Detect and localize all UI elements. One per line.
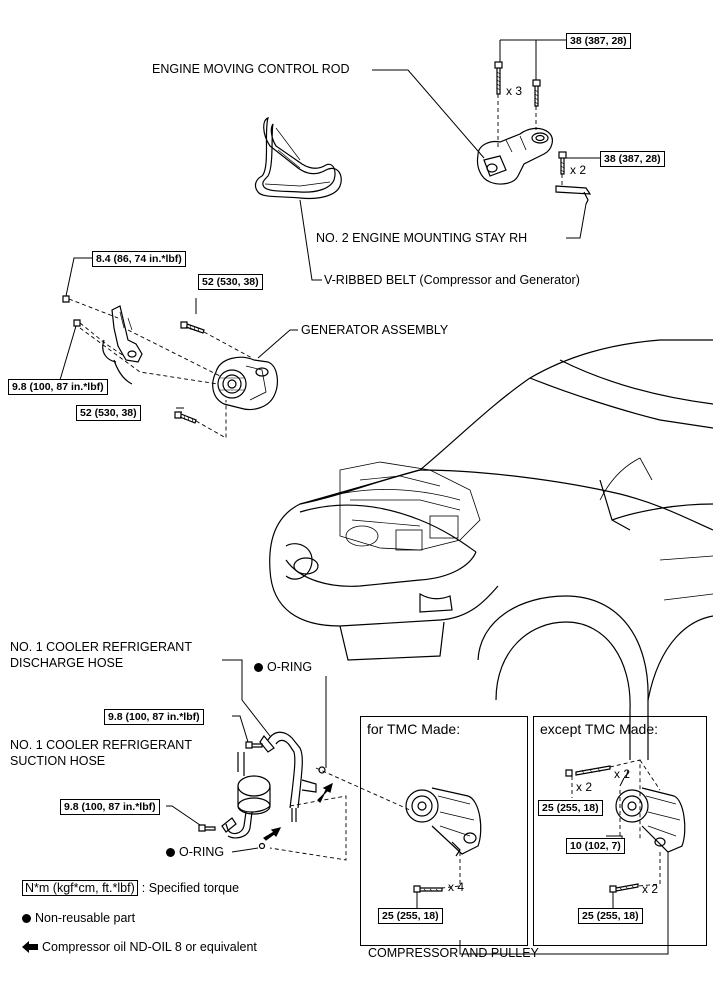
label-suction-hose-2: SUCTION HOSE (10, 754, 106, 768)
torque-gen-52-bottom: 52 (530, 38) (76, 405, 141, 421)
label-compressor-and-pulley: COMPRESSOR AND PULLEY (368, 946, 539, 960)
legend-compressor-oil: Compressor oil ND-OIL 8 or equivalent (22, 940, 257, 954)
torque-except-25-bottom: 25 (255, 18) (578, 908, 643, 924)
engine-moving-control-rod (476, 127, 553, 185)
panel-tmc-made: for TMC Made: (360, 716, 528, 946)
label-discharge-hose-2: DISCHARGE HOSE (10, 656, 124, 670)
multiplier-rod-x2: x 2 (570, 163, 587, 177)
oil-arrow-icon (22, 941, 38, 953)
generator-assembly (212, 356, 278, 411)
label-generator-assembly: GENERATOR ASSEMBLY (301, 323, 449, 337)
o-ring-bottom-text: O-RING (179, 845, 225, 859)
label-no2-engine-mounting-stay: NO. 2 ENGINE MOUNTING STAY RH (316, 231, 528, 245)
multiplier-except-x2-c: x 2 (642, 882, 659, 896)
label-discharge-hose-1: NO. 1 COOLER REFRIGERANT (10, 640, 192, 654)
no2-engine-mounting-stay (555, 185, 592, 205)
panel-tmc-title: for TMC Made: (367, 721, 461, 737)
torque-except-10: 10 (102, 7) (566, 838, 625, 854)
generator-bolts (62, 295, 205, 424)
legend-torque-desc: : Specified torque (141, 881, 240, 895)
legend-non-reusable-text: Non-reusable part (35, 911, 136, 925)
multiplier-except-x2-b: x 2 (614, 767, 631, 781)
legend-non-reusable: Non-reusable part (22, 911, 135, 925)
compressor-oil-arrow-1 (317, 782, 333, 804)
torque-gen-98: 9.8 (100, 87 in.*lbf) (8, 379, 108, 395)
tmc-compressor (405, 787, 482, 857)
legend-torque: N*m (kgf*cm, ft.*lbf) : Specified torque (22, 880, 239, 896)
legend-compressor-oil-text: Compressor oil ND-OIL 8 or equivalent (42, 940, 257, 954)
panel-except-tmc-made: except TMC Made: (533, 716, 707, 946)
except-tmc-compressor (615, 787, 686, 853)
torque-hose-98-bottom: 9.8 (100, 87 in.*lbf) (60, 799, 160, 815)
label-v-ribbed-belt: V-RIBBED BELT (Compressor and Generator) (324, 273, 580, 287)
non-reusable-dot-icon (166, 848, 175, 857)
o-ring-top-text: O-RING (267, 660, 313, 674)
torque-rod-side: 38 (387, 28) (600, 151, 665, 167)
non-reusable-dot-icon (254, 663, 263, 672)
rod-bolts (494, 61, 567, 175)
vehicle-outline (269, 339, 713, 760)
non-reusable-dot-icon (22, 913, 31, 923)
label-o-ring-bottom: O-RING (166, 845, 224, 860)
torque-hose-98-top: 9.8 (100, 87 in.*lbf) (104, 709, 204, 725)
torque-gen-52-top: 52 (530, 38) (198, 274, 263, 290)
suction-hose (221, 752, 271, 839)
panel-except-tmc-title: except TMC Made: (540, 721, 659, 737)
torque-rod-top: 38 (387, 28) (566, 33, 631, 49)
multiplier-except-x2-a: x 2 (576, 780, 593, 794)
compressor-oil-arrow-2 (263, 827, 282, 841)
torque-except-25-top: 25 (255, 18) (538, 800, 603, 816)
label-suction-hose-1: NO. 1 COOLER REFRIGERANT (10, 738, 192, 752)
discharge-hose (259, 731, 317, 822)
label-engine-moving-control-rod: ENGINE MOVING CONTROL ROD (152, 62, 350, 76)
torque-gen-84: 8.4 (86, 74 in.*lbf) (92, 251, 186, 267)
v-ribbed-belt (254, 117, 342, 200)
multiplier-tmc-x4: x 4 (448, 880, 465, 894)
multiplier-rod-x3: x 3 (506, 84, 523, 98)
legend-torque-key: N*m (kgf*cm, ft.*lbf) (22, 880, 138, 896)
label-o-ring-top: O-RING (254, 660, 312, 675)
torque-tmc-25: 25 (255, 18) (378, 908, 443, 924)
generator-bracket (102, 305, 143, 385)
